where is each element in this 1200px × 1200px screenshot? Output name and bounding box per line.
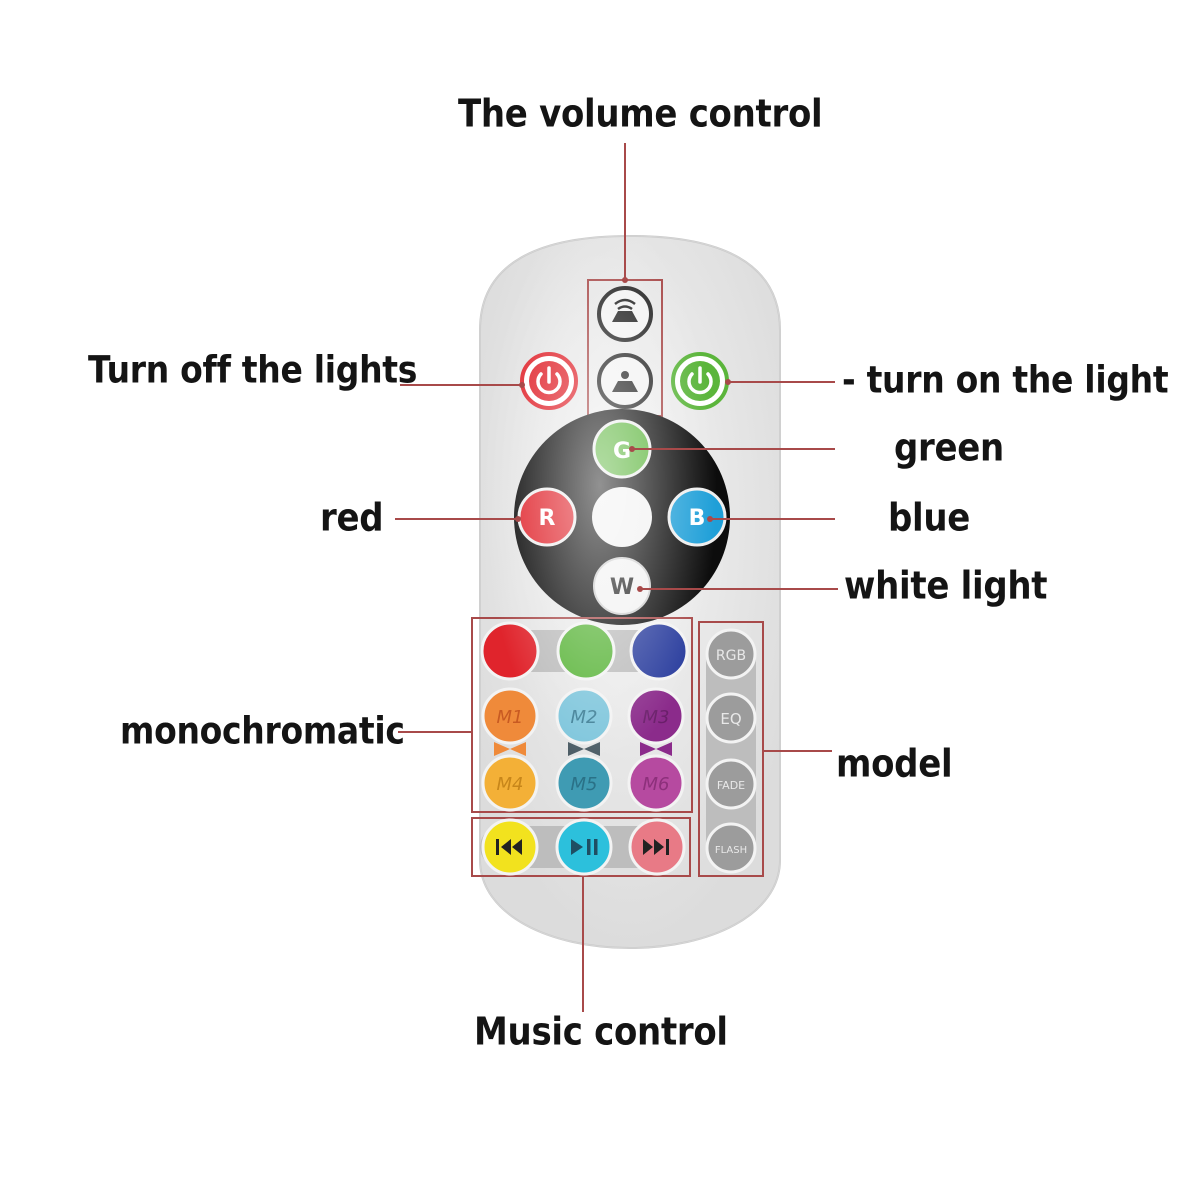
label-green: green <box>894 425 1004 471</box>
m1-button[interactable]: M1 <box>481 687 539 745</box>
white-button[interactable]: W <box>593 557 651 615</box>
white-button-label: W <box>610 575 634 600</box>
m2-button[interactable]: M2 <box>555 687 613 745</box>
m2-label: M2 <box>571 707 598 728</box>
center-button[interactable] <box>592 487 652 547</box>
m6-button[interactable]: M6 <box>627 754 685 812</box>
label-red: red <box>320 495 384 541</box>
label-volume-control: The volume control <box>458 91 823 137</box>
label-blue: blue <box>888 495 971 541</box>
mono-red-button[interactable] <box>480 621 540 681</box>
fade-button[interactable]: FADE <box>705 758 757 810</box>
mono-green-button[interactable] <box>556 621 616 681</box>
m5-label: M5 <box>571 774 598 795</box>
m1-label: M1 <box>497 707 524 728</box>
label-model: model <box>836 741 953 787</box>
volume-down-button[interactable] <box>597 353 653 409</box>
rgb-label: RGB <box>716 648 746 664</box>
eq-label: EQ <box>720 710 741 728</box>
play-pause-button[interactable] <box>555 818 613 876</box>
m4-button[interactable]: M4 <box>481 754 539 812</box>
blue-button-label: B <box>689 506 706 531</box>
label-music-control: Music control <box>474 1009 728 1055</box>
label-turn-on: - turn on the light <box>842 357 1169 402</box>
blue-button[interactable]: B <box>667 487 727 547</box>
red-button-label: R <box>539 506 556 531</box>
flash-label: FLASH <box>715 845 747 856</box>
green-button-label: G <box>613 439 631 464</box>
label-white-light: white light <box>844 563 1048 609</box>
eq-button[interactable]: EQ <box>705 692 757 744</box>
rgb-button[interactable]: RGB <box>705 628 757 680</box>
power-on-button[interactable] <box>671 352 729 410</box>
fade-label: FADE <box>717 779 745 792</box>
callout-lines <box>395 143 838 1012</box>
m4-label: M4 <box>497 774 524 795</box>
m6-label: M6 <box>643 774 670 795</box>
power-off-button[interactable] <box>520 352 578 410</box>
mono-blue-button[interactable] <box>629 621 689 681</box>
m3-button[interactable]: M3 <box>627 687 685 745</box>
flash-button[interactable]: FLASH <box>705 822 757 874</box>
red-button[interactable]: R <box>517 487 577 547</box>
label-turn-off: Turn off the lights <box>88 347 418 392</box>
m5-button[interactable]: M5 <box>555 754 613 812</box>
label-monochromatic: monochromatic <box>120 708 405 753</box>
m3-label: M3 <box>643 707 670 728</box>
callout-dots <box>515 277 731 592</box>
volume-up-button[interactable] <box>597 286 653 342</box>
previous-button[interactable] <box>481 818 539 876</box>
next-button[interactable] <box>628 818 686 876</box>
